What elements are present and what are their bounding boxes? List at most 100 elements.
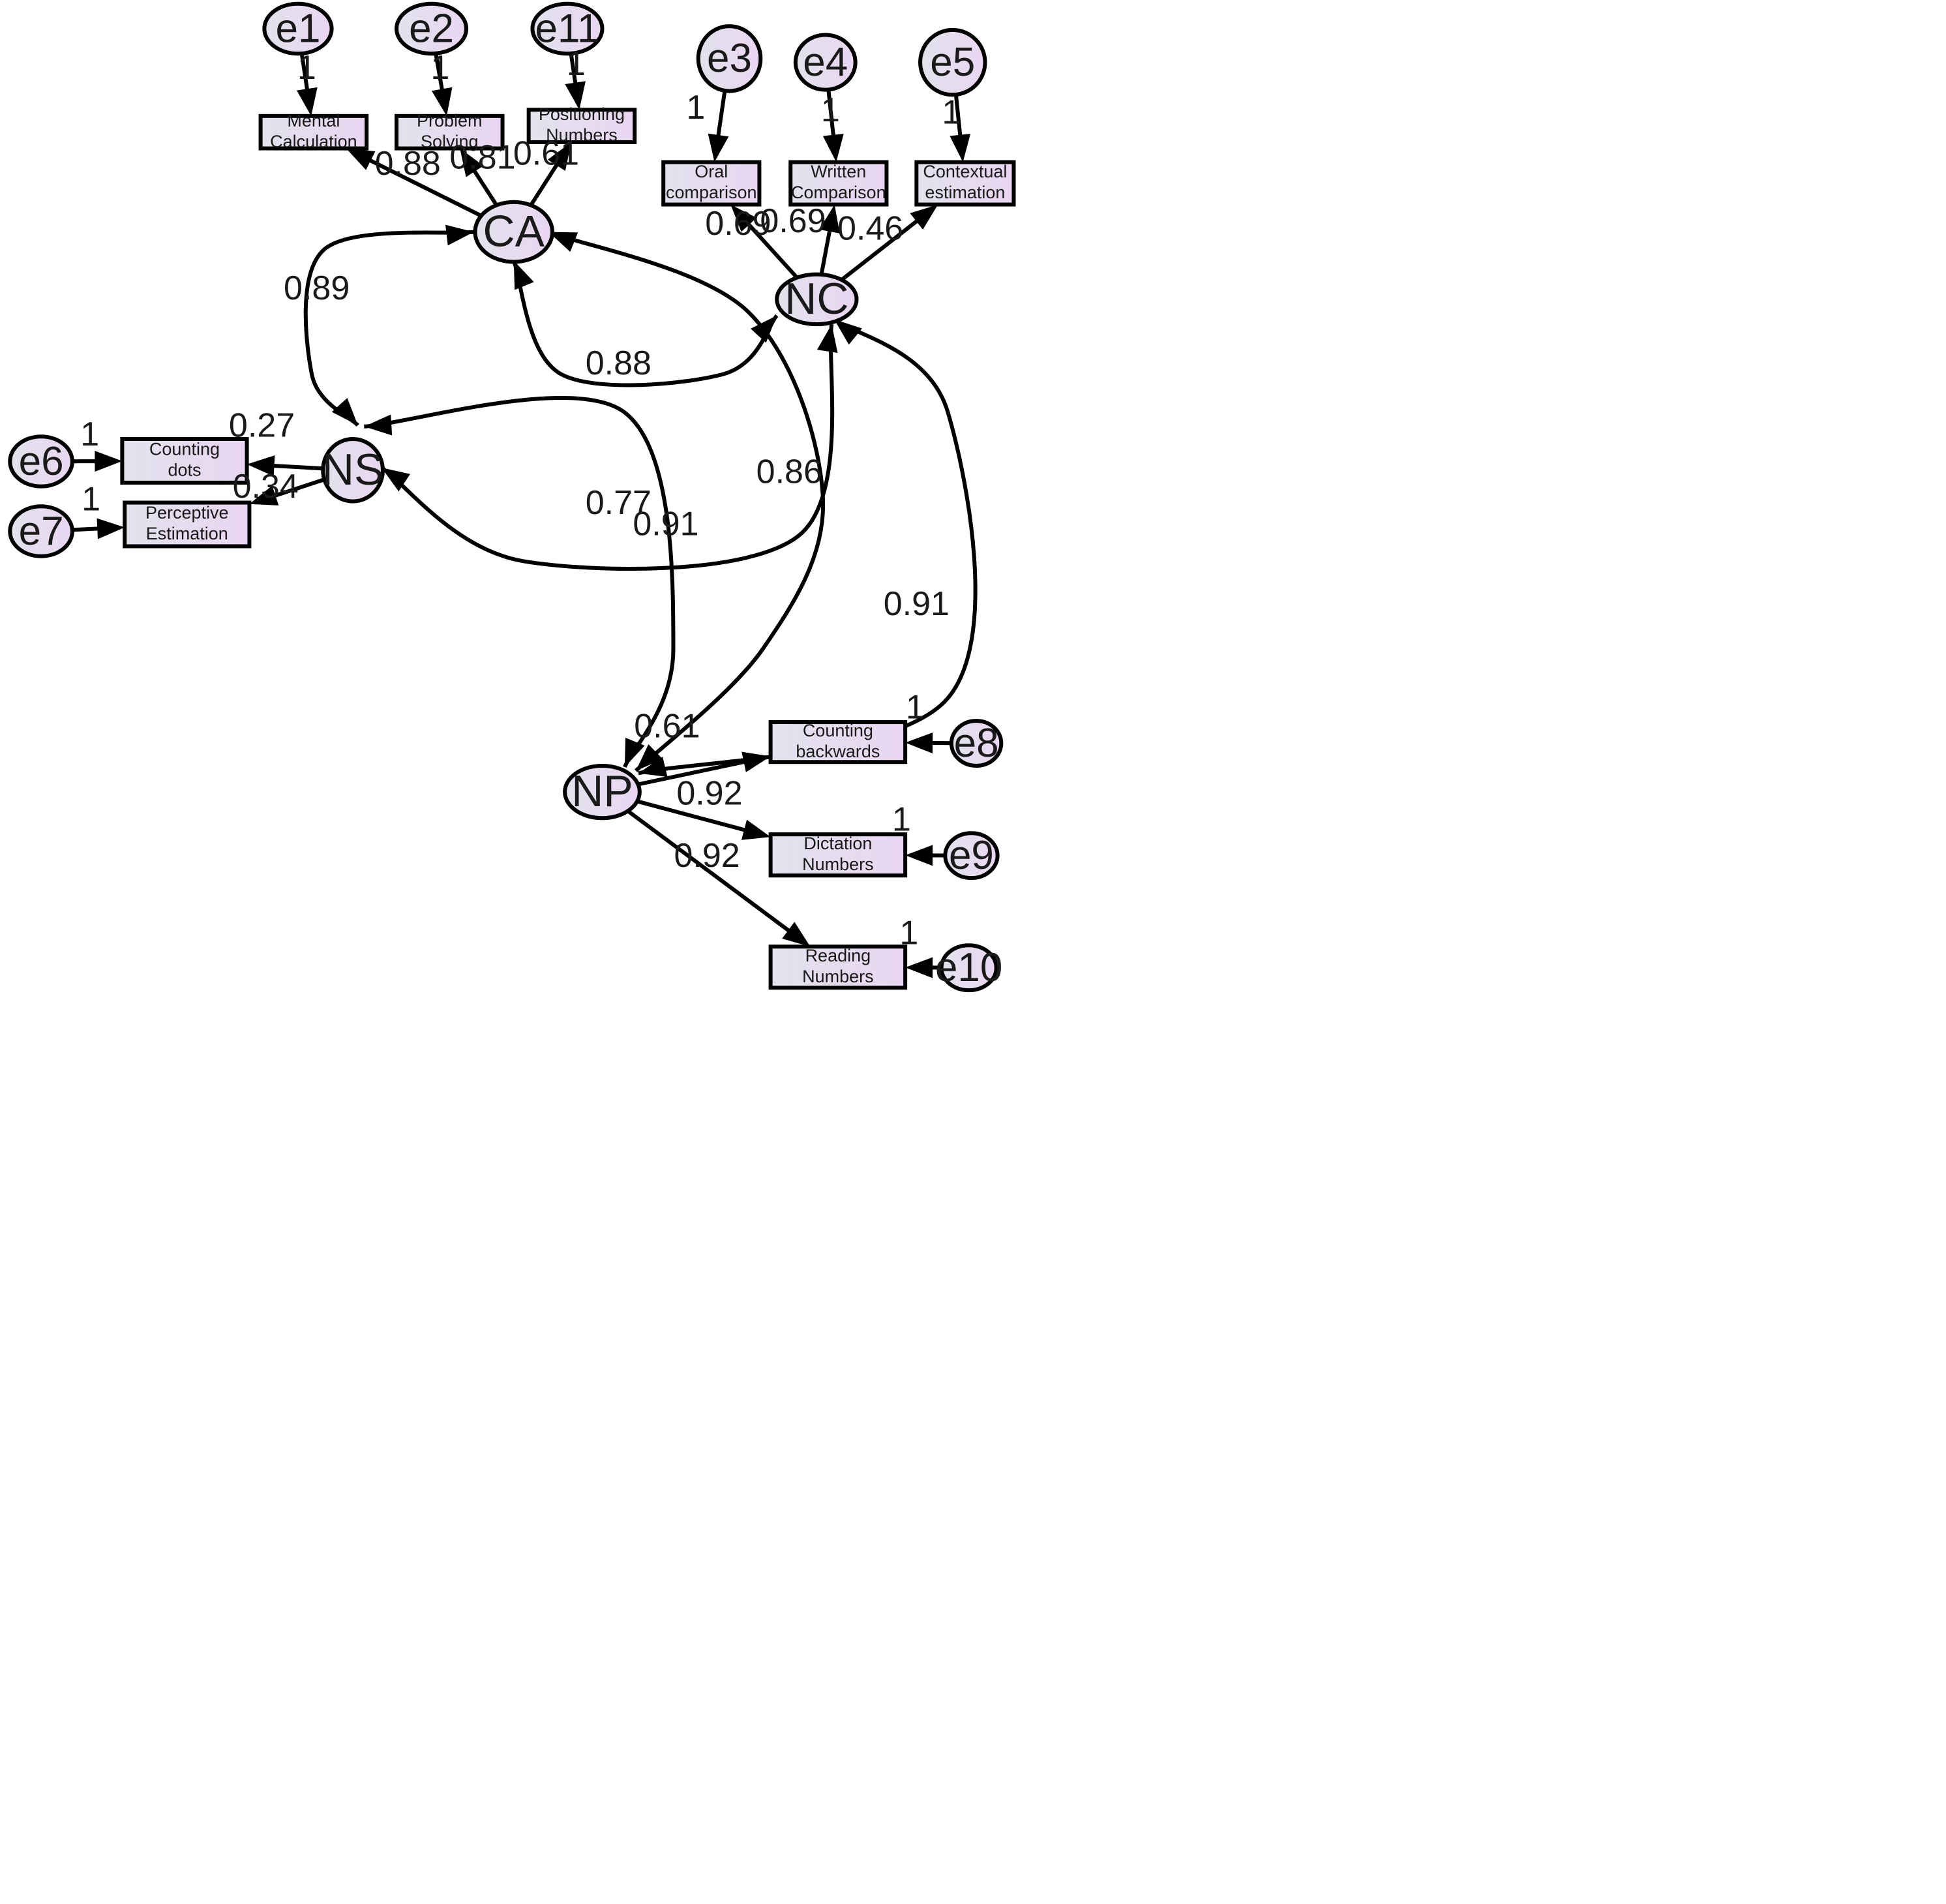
correlation-CA-NC-head-a bbox=[513, 260, 534, 290]
latent-np bbox=[563, 763, 642, 821]
weight-label-e10: 1 bbox=[899, 914, 918, 952]
correlation-NS-NC bbox=[380, 324, 835, 571]
correlation-NC-NP bbox=[638, 318, 978, 776]
error-e9-label: e9 bbox=[949, 833, 994, 878]
observed-oral-label-line: Oral bbox=[695, 162, 728, 181]
observed-mental-label-line: Mental bbox=[287, 111, 340, 130]
error-e3-label: e3 bbox=[707, 36, 752, 81]
observed-counting_dots-label-line: Counting bbox=[149, 440, 220, 459]
path-e5-contextual bbox=[953, 94, 963, 138]
loading-NC-written-arrowhead bbox=[819, 204, 840, 234]
observed-written bbox=[788, 160, 889, 207]
correlation-NS-NP-head-b bbox=[624, 737, 645, 767]
weight-label-e6: 1 bbox=[80, 416, 99, 453]
path-e1-mental-arrowhead bbox=[297, 87, 318, 116]
path-e4-written-arrowhead bbox=[822, 134, 844, 162]
loading-NC-written bbox=[819, 228, 832, 275]
observed-dictation-label-line: Dictation bbox=[803, 834, 872, 853]
path-e7-perceptive bbox=[72, 526, 100, 532]
loading-NC-contextual bbox=[840, 218, 920, 282]
observed-contextual-label-line: estimation bbox=[925, 183, 1005, 202]
correlation-NS-NP bbox=[364, 396, 676, 768]
loading-NP-reading bbox=[627, 809, 792, 933]
loading-CA-positioning-arrowhead bbox=[547, 142, 572, 171]
loading-NC-oral-arrowhead bbox=[730, 204, 757, 232]
observed-written-label-line: Comparison bbox=[791, 183, 886, 202]
correlation-label-CA-NS: 0.89 bbox=[284, 269, 350, 307]
loading-CA-mental-arrowhead bbox=[346, 148, 376, 170]
error-e5 bbox=[918, 27, 987, 97]
loading-label-oral: 0.69 bbox=[705, 205, 771, 243]
error-e9 bbox=[943, 831, 1000, 881]
correlation-label-NS-NC: 0.77 bbox=[586, 484, 651, 522]
correlation-NC-NP-head-b bbox=[638, 757, 668, 778]
latent-np-label: NP bbox=[571, 766, 633, 816]
observed-problem-label-line: Solving bbox=[421, 132, 479, 151]
loading-NP-counting_back bbox=[637, 759, 747, 787]
error-e10 bbox=[939, 943, 998, 993]
observed-dictation bbox=[768, 832, 908, 878]
loading-NS-perceptive-arrowhead bbox=[249, 485, 279, 506]
observed-written-label-line: Written bbox=[811, 162, 866, 181]
observed-mental bbox=[258, 113, 369, 151]
loading-NP-counting_back-arrowhead bbox=[741, 751, 771, 772]
path-e1-mental bbox=[299, 53, 310, 92]
observed-counting_back-label-line: Counting bbox=[803, 721, 873, 740]
path-e6-counting_dots-arrowhead bbox=[95, 451, 123, 472]
correlation-CA-NS-head-a bbox=[445, 224, 474, 246]
loading-CA-problem bbox=[472, 168, 498, 207]
path-e5-contextual-arrowhead bbox=[950, 134, 971, 162]
loading-NP-dictation-arrowhead bbox=[741, 819, 771, 840]
observed-counting_dots bbox=[120, 437, 249, 485]
loading-NP-reading-arrowhead bbox=[782, 922, 811, 947]
correlation-NS-NC-head-a bbox=[382, 468, 410, 492]
observed-positioning bbox=[526, 108, 637, 144]
path-e2-problem bbox=[434, 53, 445, 92]
loading-label-positioning: 0.61 bbox=[513, 135, 579, 173]
correlation-NC-NP-head-a bbox=[834, 319, 862, 345]
observed-counting_back bbox=[768, 720, 908, 764]
correlation-CA-NP-head-b bbox=[636, 744, 663, 771]
correlation-label-NC-NP: 0.91 bbox=[884, 585, 950, 623]
loading-NS-perceptive bbox=[272, 477, 325, 498]
error-e7-label: e7 bbox=[19, 509, 64, 554]
weight-label-e3: 1 bbox=[686, 89, 705, 127]
observed-perceptive-label-line: Estimation bbox=[146, 524, 228, 543]
observed-oral-label-line: comparison bbox=[666, 183, 757, 202]
correlation-NS-NC-head-b bbox=[816, 324, 838, 354]
loading-label-counting_back: 0.61 bbox=[634, 707, 700, 745]
observed-reading bbox=[768, 944, 908, 990]
loading-NP-dictation bbox=[636, 799, 747, 833]
observed-problem-label-line: Problem bbox=[417, 111, 483, 130]
loading-label-mental: 0.88 bbox=[375, 145, 441, 183]
weight-label-e9: 1 bbox=[892, 801, 911, 839]
loading-CA-mental bbox=[367, 157, 483, 218]
loading-label-reading: 0.92 bbox=[674, 837, 740, 875]
latent-ns bbox=[321, 437, 385, 504]
loading-label-written: 0.69 bbox=[760, 202, 826, 240]
path-e8-counting_back-arrowhead bbox=[905, 732, 933, 753]
observed-mental-label-line: Calculation bbox=[270, 132, 357, 151]
weight-label-e5: 1 bbox=[942, 94, 961, 132]
weight-label-e11: 1 bbox=[567, 45, 586, 83]
latent-ca-label: CA bbox=[483, 207, 545, 256]
observed-contextual bbox=[914, 160, 1016, 207]
loading-label-counting_dots: 0.27 bbox=[229, 407, 295, 445]
observed-perceptive bbox=[123, 500, 252, 549]
loading-CA-positioning bbox=[529, 162, 560, 207]
path-e11-positioning-arrowhead bbox=[565, 81, 586, 110]
correlation-CA-NS bbox=[303, 230, 474, 427]
observed-dictation-label-line: Numbers bbox=[802, 854, 874, 874]
correlation-CA-NC bbox=[511, 260, 779, 387]
observed-positioning-label-line: Numbers bbox=[546, 125, 618, 145]
loading-NC-oral bbox=[745, 221, 799, 279]
error-e10-label: e10 bbox=[935, 945, 1002, 990]
loading-NS-counting_dots-arrowhead bbox=[247, 455, 275, 477]
weight-label-e4: 1 bbox=[821, 91, 840, 129]
error-e4-label: e4 bbox=[803, 40, 848, 85]
correlation-CA-NP-head-a bbox=[548, 232, 578, 252]
error-e1 bbox=[262, 1, 334, 56]
path-e3-oral-arrowhead bbox=[708, 133, 729, 162]
